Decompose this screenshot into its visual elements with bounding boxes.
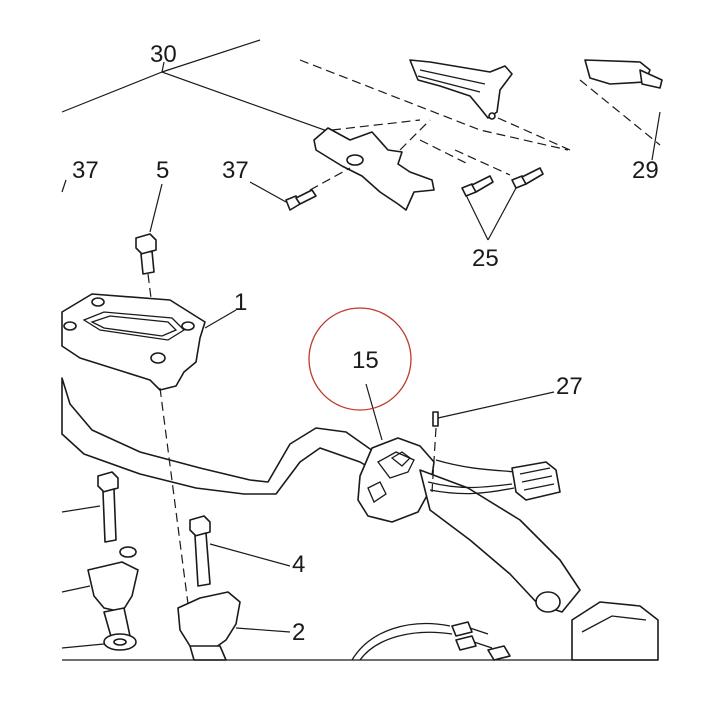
mount-plate — [313, 127, 435, 211]
label-30: 30 — [150, 41, 177, 68]
callout-29-leader — [651, 111, 661, 161]
handlebar-top-clamp — [61, 293, 237, 391]
label-5: 5 — [156, 157, 169, 184]
callout-30-bracket — [61, 39, 331, 133]
handlebar-grip-tube — [419, 469, 581, 613]
throttle-grip — [571, 601, 659, 661]
pin-27 — [431, 391, 555, 493]
label-15: 15 — [352, 347, 379, 374]
bolts-25 — [461, 167, 544, 241]
label-37-left: 37 — [72, 157, 99, 184]
label-25: 25 — [472, 245, 499, 272]
label-1: 1 — [234, 289, 247, 316]
label-29: 29 — [632, 157, 659, 184]
label-2: 2 — [292, 619, 305, 646]
switch-housing — [357, 383, 436, 523]
riser-bolt-left — [61, 471, 119, 543]
mirror-bracket-assembly — [299, 59, 663, 176]
bolt-4 — [189, 515, 291, 587]
riser-left — [61, 546, 139, 641]
wiring-connector — [427, 459, 561, 501]
bolt-5 — [135, 233, 159, 355]
throttle-cables — [351, 621, 511, 661]
label-4: 4 — [292, 551, 305, 578]
riser-right — [177, 591, 291, 661]
washer-left — [61, 633, 137, 651]
label-27: 27 — [556, 373, 583, 400]
highlight-circle — [308, 307, 412, 411]
label-37-mid: 37 — [222, 157, 249, 184]
bolt-37 — [249, 167, 351, 211]
